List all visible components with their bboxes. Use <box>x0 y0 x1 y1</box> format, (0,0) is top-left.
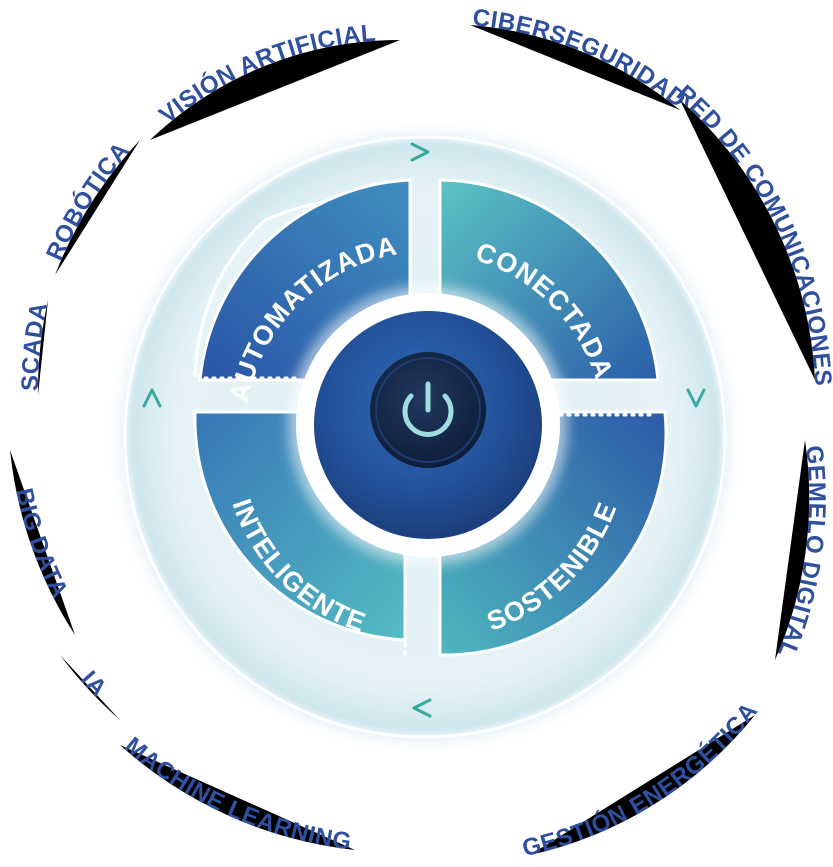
chevron-up-icon <box>142 388 162 408</box>
halo-ring <box>123 135 727 739</box>
chevron-down-icon <box>686 388 706 408</box>
label-machine-learning: MACHINE LEARNING <box>120 732 354 855</box>
label-scada: SCADA <box>17 300 53 391</box>
label-big-data: BIG DATA <box>10 486 73 603</box>
power-icon <box>402 381 454 437</box>
chevron-left-icon <box>412 698 432 718</box>
power-button[interactable] <box>370 352 486 468</box>
chevron-right-icon <box>410 142 430 162</box>
label-ia: IA <box>75 666 112 702</box>
label-robotica: ROBÓTICA <box>41 137 135 264</box>
